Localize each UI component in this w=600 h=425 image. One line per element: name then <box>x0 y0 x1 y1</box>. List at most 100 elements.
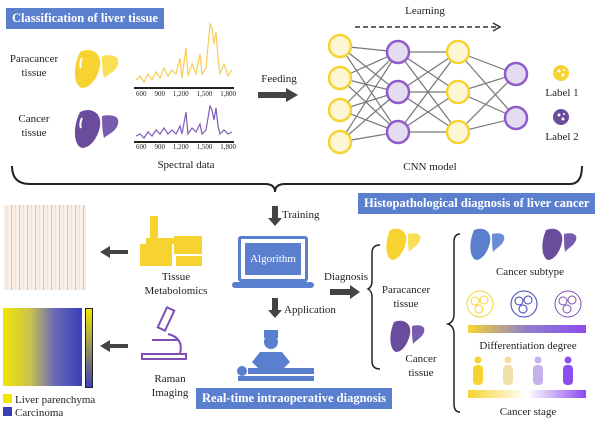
histo-cancer-line1: Cancer <box>405 353 437 365</box>
classification-title: Classification of liver tissue <box>6 8 164 29</box>
diagnosis-arrow-icon <box>330 285 360 299</box>
histo-paracancer-label: Paracancer tissue <box>376 283 436 311</box>
tick: 900 <box>154 90 165 98</box>
spectrum-ticks-bottom: 600 900 1,200 1,500 1,800 <box>136 143 236 151</box>
diagnosis-label: Diagnosis <box>324 271 368 283</box>
label2-text: Label 2 <box>545 131 579 143</box>
label1-text: Label 1 <box>545 87 579 99</box>
raman-image <box>3 308 82 386</box>
cnn-node <box>385 119 411 145</box>
training-label: Training <box>282 209 320 221</box>
cnn-node <box>385 39 411 65</box>
feeding-label: Feeding <box>261 73 297 85</box>
left-arrow-icon <box>100 340 128 352</box>
tick: 1,500 <box>196 143 213 151</box>
legend-label: Carcinoma <box>15 407 64 419</box>
cnn-node <box>327 65 353 91</box>
cnn-node <box>503 61 529 87</box>
left-arrow-icon <box>100 246 128 258</box>
spectrum-line <box>135 21 233 84</box>
spectral-data-label: Spectral data <box>157 159 215 171</box>
feeding-arrow-icon <box>258 88 298 102</box>
cancer-label-line2: tissue <box>21 127 47 139</box>
tick: 1,800 <box>220 143 236 151</box>
liver-blue-icon <box>470 228 505 260</box>
metabolomics-heatmap <box>4 205 86 290</box>
metabolomics-label-line2: Metabolomics <box>144 285 208 297</box>
metabolomics-label: Tissue Metabolomics <box>136 270 216 298</box>
liver-purple-icon <box>542 228 577 260</box>
learning-label: Learning <box>405 5 445 17</box>
cancer-label-line1: Cancer <box>18 113 50 125</box>
cancer-spectrum <box>134 104 234 143</box>
cell-clusters-icon <box>466 290 582 318</box>
histo-brace-left <box>366 244 381 370</box>
subtype-label: Cancer subtype <box>495 266 565 278</box>
cancer-label: Cancer tissue <box>4 112 64 140</box>
tick: 1,500 <box>196 90 213 98</box>
cnn-node <box>445 39 471 65</box>
spectrum-ticks-top: 600 900 1,200 1,500 1,800 <box>136 90 236 98</box>
stage-gradient-bar <box>468 390 586 398</box>
training-arrow-icon <box>268 206 282 226</box>
tick: 900 <box>154 143 165 151</box>
label2-cell-icon <box>553 109 569 125</box>
differentiation-label: Differentiation degree <box>479 340 577 352</box>
curly-brace <box>11 165 583 193</box>
cnn-edge <box>339 45 399 93</box>
realtime-title: Real-time intraoperative diagnosis <box>196 388 393 409</box>
raman-label-line2: Imaging <box>151 387 189 399</box>
cnn-edge <box>339 77 399 133</box>
surgeon-icon <box>237 330 314 381</box>
paracancer-label-line2: tissue <box>21 67 47 79</box>
cnn-node <box>503 105 529 131</box>
metabolomics-label-line1: Tissue <box>161 271 191 283</box>
cnn-label: CNN model <box>403 161 457 173</box>
histo-brace-right <box>445 233 461 413</box>
raman-legend: Liver parenchyma Carcinoma <box>3 394 95 420</box>
cnn-node <box>385 79 411 105</box>
tick: 600 <box>136 90 147 98</box>
cnn-node <box>327 33 353 59</box>
lab-instrument-icon <box>140 216 202 266</box>
histo-cancer-label: Cancer tissue <box>396 352 446 380</box>
raman-colorbar <box>85 308 93 388</box>
paracancer-label-line1: Paracancer <box>9 53 59 65</box>
cnn-node <box>327 129 353 155</box>
liver-purple-icon <box>74 109 119 148</box>
cnn-network <box>327 33 529 155</box>
tick: 1,200 <box>172 143 189 151</box>
cnn-edge <box>457 51 517 119</box>
cnn-node <box>327 97 353 123</box>
histo-cancer-line2: tissue <box>408 367 434 379</box>
cnn-edge <box>339 51 399 143</box>
cnn-edge <box>397 51 459 133</box>
cnn-edge <box>457 73 517 133</box>
histo-paracancer-line1: Paracancer <box>381 284 431 296</box>
label1-cell-icon <box>553 65 569 81</box>
tick: 1,200 <box>172 90 189 98</box>
cnn-node <box>445 119 471 145</box>
tick: 600 <box>136 143 147 151</box>
laptop-icon: Algorithm <box>238 236 308 282</box>
liver-yellow-icon <box>74 49 119 88</box>
cnn-edge <box>339 45 399 133</box>
legend-label: Liver parenchyma <box>15 394 96 406</box>
legend-item: Carcinoma <box>3 407 95 420</box>
liver-yellow-icon <box>386 228 421 260</box>
laptop-base <box>232 282 314 288</box>
histo-paracancer-line2: tissue <box>393 298 419 310</box>
legend-item: Liver parenchyma <box>3 394 95 407</box>
raman-label: Raman Imaging <box>140 372 200 400</box>
paracancer-spectrum <box>134 21 234 89</box>
algorithm-screen: Algorithm <box>245 243 301 275</box>
differentiation-gradient-bar <box>468 325 586 333</box>
cnn-edge <box>339 51 399 111</box>
application-arrow-icon <box>268 298 282 318</box>
paracancer-label: Paracancer tissue <box>4 52 64 80</box>
microscope-icon <box>141 306 187 360</box>
raman-label-line1: Raman <box>154 373 186 385</box>
cnn-edge <box>339 91 399 143</box>
patient-figures-icon <box>473 356 573 385</box>
cnn-node <box>445 79 471 105</box>
